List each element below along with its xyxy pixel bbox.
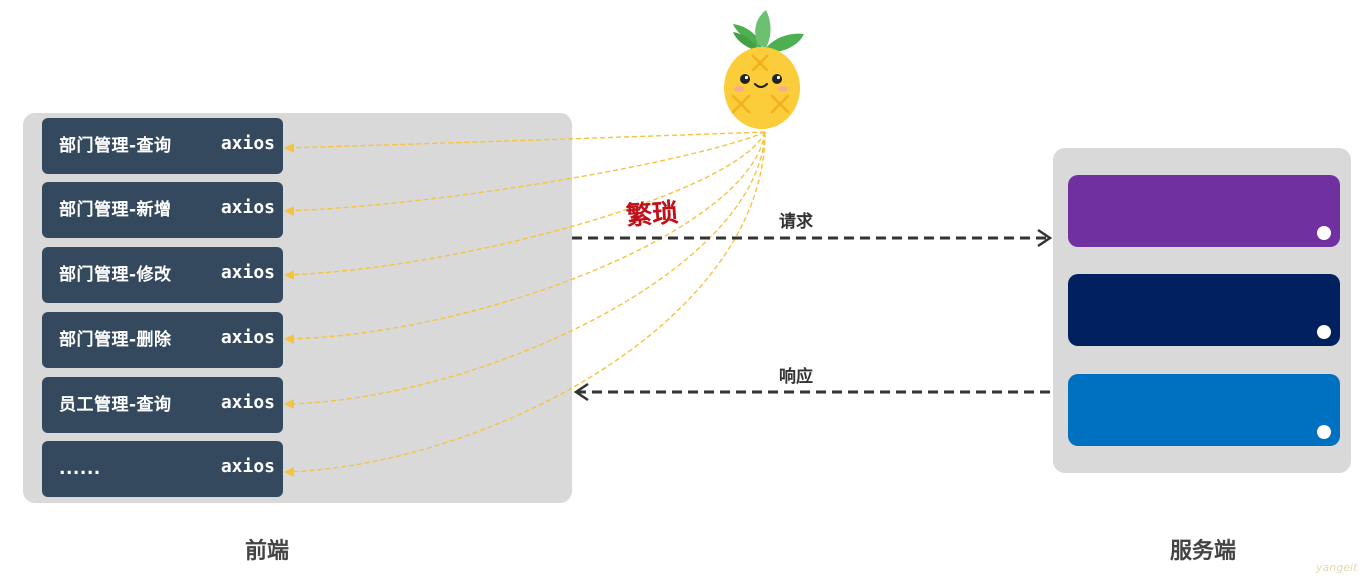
module-name: 员工管理-查询 bbox=[59, 395, 172, 415]
module-axios-tag: axios bbox=[220, 197, 275, 218]
module-emp-query: 员工管理-查询 axios bbox=[42, 377, 283, 433]
request-label: 请求 bbox=[779, 212, 813, 232]
dashed-link bbox=[285, 131, 766, 340]
server-block bbox=[1068, 274, 1340, 346]
module-name: 部门管理-修改 bbox=[59, 265, 172, 285]
module-dept-delete: 部门管理-删除 axios bbox=[42, 312, 283, 368]
module-dept-query: 部门管理-查询 axios bbox=[42, 118, 283, 174]
module-name: 部门管理-查询 bbox=[59, 136, 172, 156]
module-name: ...... bbox=[59, 459, 101, 479]
frontend-panel bbox=[23, 113, 572, 503]
server-label: 服务端 bbox=[1170, 539, 1237, 564]
module-more: ...... axios bbox=[42, 441, 283, 497]
server-indicator-dot bbox=[1317, 425, 1331, 439]
server-indicator-dot bbox=[1317, 226, 1331, 240]
watermark: yangeit bbox=[1316, 561, 1358, 574]
module-axios-tag: axios bbox=[220, 456, 275, 477]
server-block bbox=[1068, 374, 1340, 446]
dashed-link bbox=[285, 131, 766, 212]
module-name: 部门管理-新增 bbox=[59, 200, 172, 220]
module-axios-tag: axios bbox=[220, 392, 275, 413]
dashed-link bbox=[285, 131, 766, 405]
module-dept-add: 部门管理-新增 axios bbox=[42, 182, 283, 238]
frontend-label: 前端 bbox=[245, 539, 290, 564]
module-axios-tag: axios bbox=[220, 327, 275, 348]
module-axios-tag: axios bbox=[220, 262, 275, 283]
server-indicator-dot bbox=[1317, 325, 1331, 339]
dashed-link bbox=[285, 131, 766, 276]
module-dept-edit: 部门管理-修改 axios bbox=[42, 247, 283, 303]
module-name: 部门管理-删除 bbox=[59, 330, 172, 350]
pineapple-icon bbox=[724, 10, 804, 129]
module-axios-tag: axios bbox=[220, 133, 275, 154]
dashed-link bbox=[285, 131, 766, 473]
dashed-link bbox=[285, 131, 766, 149]
response-label: 响应 bbox=[779, 367, 813, 387]
server-block bbox=[1068, 175, 1340, 247]
tedious-annotation: 繁琐 bbox=[625, 198, 680, 232]
